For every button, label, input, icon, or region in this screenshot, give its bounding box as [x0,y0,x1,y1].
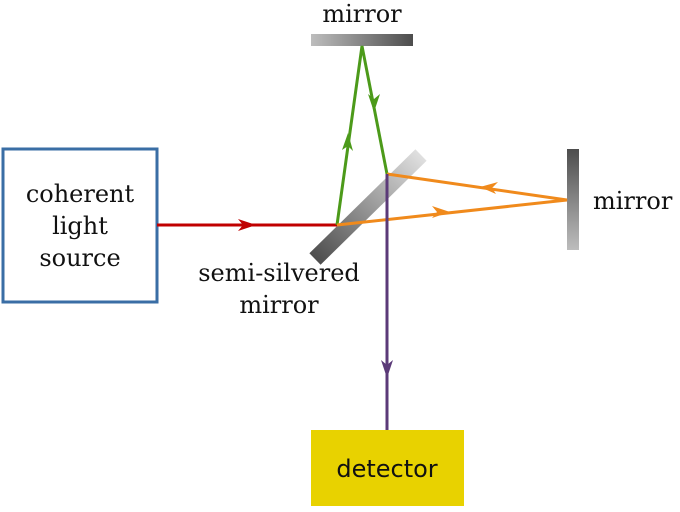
input-beam-arrow [238,219,256,231]
source-label-line-2: light [52,212,108,240]
output-beam-arrow [381,360,393,378]
green-beam-up-arrow [342,133,353,151]
splitter-label-line-2: mirror [239,291,319,319]
orange-beam-right-arrow [432,206,450,218]
detector-label: detector [336,455,437,483]
right-mirror-label: mirror [593,187,673,215]
right-mirror [567,149,579,250]
splitter-label-line-1: semi-silvered [198,259,360,287]
green-beam [335,45,389,226]
source-label-line-3: source [39,244,120,272]
orange-beam [336,172,568,227]
source-label-line-1: coherent [26,180,135,208]
green-beam-down-arrow [368,94,380,112]
light-source-box [1,147,159,304]
semi-silvered-mirror [309,149,427,265]
detector-box [311,430,464,506]
top-mirror [311,34,413,46]
orange-beam-left-arrow [480,182,498,194]
top-mirror-label: mirror [322,0,402,28]
